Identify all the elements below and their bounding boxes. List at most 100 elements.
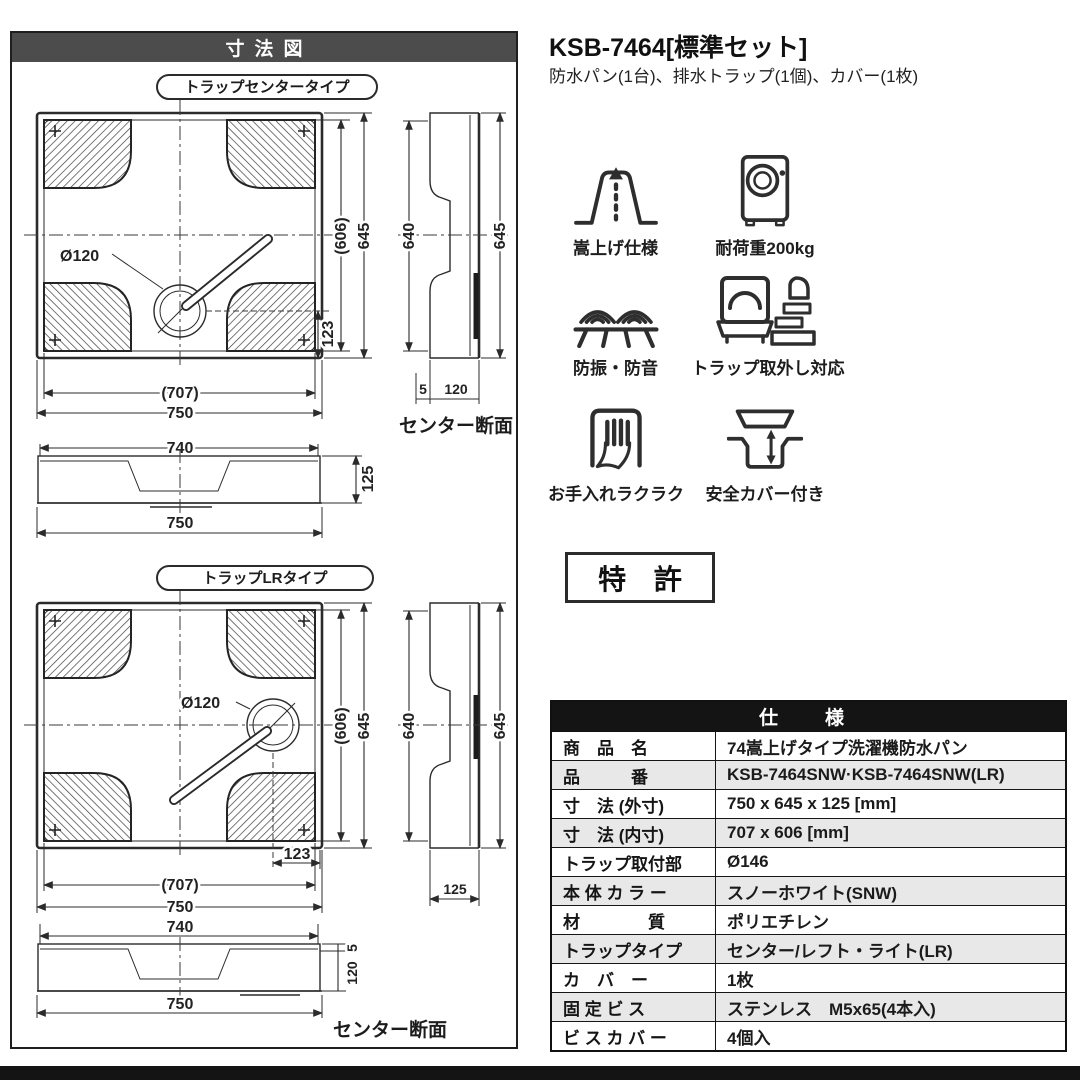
diagram-lr-type: トラップLRタイプ: [24, 565, 512, 1041]
spec-label: 寸 法 (外寸): [550, 789, 716, 819]
dim-side-inner-center: 640: [401, 223, 418, 250]
feature-label: 耐荷重200kg: [715, 239, 815, 258]
spec-value: 707 x 606 [mm]: [715, 818, 1067, 848]
product-includes: 防水パン(1台)、排水トラップ(1個)、カバー(1枚): [549, 67, 919, 86]
spec-value: 750 x 645 x 125 [mm]: [715, 789, 1067, 819]
spec-value: ポリエチレン: [715, 905, 1067, 935]
center-section-caption-2: センター断面: [333, 1018, 447, 1041]
dim-side-outer-lr: 645: [492, 713, 509, 740]
feature-label: 安全カバー付き: [705, 485, 825, 504]
spec-label: 品 番: [550, 760, 716, 790]
spec-value: スノーホワイト(SNW): [715, 876, 1067, 906]
table-row: 材 質 ポリエチレン: [550, 905, 1067, 935]
dim-inner-depth-center: (606): [333, 217, 350, 254]
table-row: 寸 法 (外寸) 750 x 645 x 125 [mm]: [550, 789, 1067, 819]
dim-front-bottom-center: 750: [167, 515, 194, 532]
center-type-label: トラップセンタータイプ: [184, 79, 350, 96]
front-view-lr: 740 5 120 750 センタ: [35, 917, 447, 1041]
trap-removal-icon: [682, 272, 854, 348]
spec-value: Ø146: [715, 847, 1067, 877]
center-section-caption-1: センター断面: [399, 414, 513, 437]
diagram-center-type: トラップセンタータイプ: [24, 74, 513, 538]
dim-front-bottom-lr: 750: [167, 996, 194, 1013]
spec-label: トラップ取付部: [550, 847, 716, 877]
product-title: KSB-7464[標準セット]: [549, 34, 808, 62]
dim-side-height-lr: 125: [443, 881, 467, 897]
side-view-lr: 640 645 125: [398, 601, 512, 906]
dim-front-top-lr: 740: [167, 919, 194, 936]
vibration-damping-icon: [548, 272, 683, 348]
spec-label: 固 定 ビ ス: [550, 992, 716, 1022]
spec-value: ステンレス M5x65(4本入): [715, 992, 1067, 1022]
table-row: トラップタイプ センター/レフト・ライト(LR): [550, 934, 1067, 964]
table-row: 品 番 KSB-7464SNW·KSB-7464SNW(LR): [550, 760, 1067, 790]
feature-easy-clean: お手入れラクラク: [548, 398, 684, 505]
dim-outer-depth-center: 645: [356, 223, 373, 250]
spec-label: トラップタイプ: [550, 934, 716, 964]
dim-inner-width-lr: (707): [161, 877, 198, 894]
feature-label: 防振・防音: [573, 359, 658, 378]
dim-inner-depth-lr: (606): [333, 707, 350, 744]
table-row: 商 品 名 74嵩上げタイプ洗濯機防水パン: [550, 731, 1067, 761]
footer-bar: [0, 1066, 1080, 1080]
feature-label: 嵩上げ仕様: [573, 239, 658, 258]
spec-value: KSB-7464SNW·KSB-7464SNW(LR): [715, 760, 1067, 790]
front-view-center: 740 125 750: [35, 438, 380, 538]
spec-value: 74嵩上げタイプ洗濯機防水パン: [715, 731, 1067, 761]
spec-table: 仕 様 商 品 名 74嵩上げタイプ洗濯機防水パン 品 番 KSB-7464SN…: [550, 700, 1067, 1052]
screw-marks: [49, 125, 310, 346]
easy-clean-hand-icon: [548, 398, 683, 474]
dim-side-outer-center: 645: [492, 223, 509, 250]
screw-marks: [49, 615, 310, 836]
spec-label: 商 品 名: [550, 731, 716, 761]
riser-icon: [548, 152, 683, 228]
table-row: 本 体 カ ラ ー スノーホワイト(SNW): [550, 876, 1067, 906]
center-type-pill: [156, 74, 378, 100]
dim-side-depth-center: 120: [444, 381, 468, 397]
dim-outer-width-center: 750: [167, 405, 194, 422]
spec-label: 寸 法 (内寸): [550, 818, 716, 848]
dim-front-rim-lr: 5: [344, 944, 360, 952]
dimension-drawing: トラップセンタータイプ: [24, 74, 513, 1041]
feature-riser: 嵩上げ仕様: [548, 152, 683, 259]
dim-side-inner-lr: 640: [401, 713, 418, 740]
dim-hole-lr: Ø120: [181, 695, 220, 712]
plan-view-center: Ø120 (606) 645 123: [24, 101, 376, 425]
dim-outer-depth-lr: 645: [356, 713, 373, 740]
dim-front-top-center: 740: [167, 440, 194, 457]
spec-label: ビ ス カ バ ー: [550, 1021, 716, 1052]
table-row: 固 定 ビ ス ステンレス M5x65(4本入): [550, 992, 1067, 1022]
dim-hole-center: Ø120: [60, 248, 99, 265]
table-row: トラップ取付部 Ø146: [550, 847, 1067, 877]
table-row: 寸 法 (内寸) 707 x 606 [mm]: [550, 818, 1067, 848]
dimension-panel: 寸法図 トラップセンタータイプ: [10, 31, 518, 1049]
feature-vibration: 防振・防音: [548, 272, 683, 379]
dim-front-height-center: 125: [360, 466, 377, 493]
lr-type-pill: [156, 565, 374, 591]
feature-label: お手入れラクラク: [548, 485, 684, 504]
dim-front-depth-lr: 120: [344, 961, 360, 985]
spec-value: センター/レフト・ライト(LR): [715, 934, 1067, 964]
feature-safety-cover: 安全カバー付き: [690, 398, 840, 505]
spec-label: 材 質: [550, 905, 716, 935]
feature-label: トラップ取外し対応: [691, 359, 845, 378]
dim-trap-offset-lr: 123: [284, 846, 311, 863]
feature-trap-removal: トラップ取外し対応: [682, 272, 854, 379]
plan-view-lr: Ø120 (606) 645 123: [24, 591, 376, 919]
spec-label: 本 体 カ ラ ー: [550, 876, 716, 906]
safety-cover-icon: [690, 398, 840, 474]
spec-table-title: 仕 様: [550, 700, 1067, 732]
dim-side-rim-center: 5: [419, 381, 427, 397]
dimension-panel-title: 寸法図: [12, 33, 516, 62]
table-row: カ バ ー 1枚: [550, 963, 1067, 993]
dim-trap-offset-center: 123: [320, 321, 337, 348]
table-row: ビ ス カ バ ー 4個入: [550, 1021, 1067, 1052]
patent-badge: 特 許: [565, 552, 715, 603]
spec-value: 4個入: [715, 1021, 1067, 1052]
side-view-center: 640 645 5 120 センター断面: [398, 111, 513, 437]
feature-load-capacity: 耐荷重200kg: [690, 152, 840, 259]
spec-value: 1枚: [715, 963, 1067, 993]
dim-inner-width-center: (707): [161, 385, 198, 402]
dim-outer-width-lr: 750: [167, 899, 194, 916]
